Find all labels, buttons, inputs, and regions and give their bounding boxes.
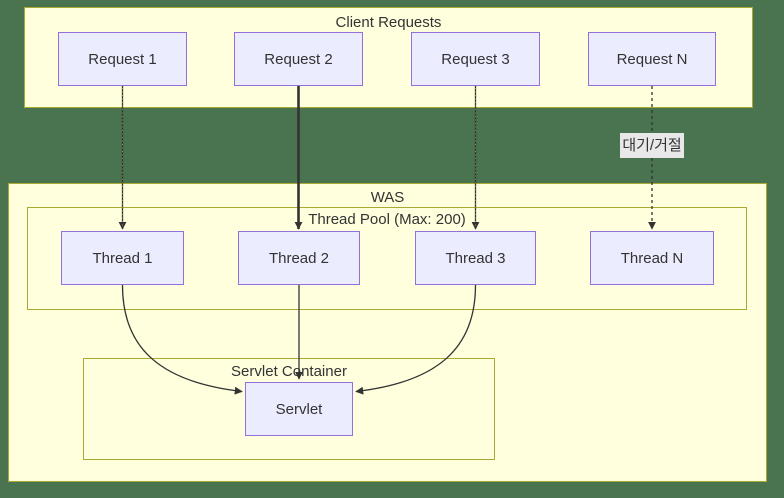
node-thread-2: Thread 2 xyxy=(238,231,360,285)
node-request-1-label: Request 1 xyxy=(88,50,157,68)
node-request-3-label: Request 3 xyxy=(441,50,510,68)
node-thread-1-label: Thread 1 xyxy=(92,249,153,267)
node-thread-n: Thread N xyxy=(590,231,714,285)
node-request-1: Request 1 xyxy=(58,32,187,86)
node-servlet-label: Servlet xyxy=(275,400,323,418)
node-thread-1: Thread 1 xyxy=(61,231,184,285)
node-request-2-label: Request 2 xyxy=(264,50,333,68)
cluster-client-requests-title: Client Requests xyxy=(335,14,442,31)
cluster-thread-pool-title: Thread Pool (Max: 200) xyxy=(308,211,466,228)
node-thread-3: Thread 3 xyxy=(415,231,536,285)
node-servlet: Servlet xyxy=(245,382,353,436)
node-thread-n-label: Thread N xyxy=(620,249,684,267)
edge-label-wait-reject: 대기/거절 xyxy=(620,133,684,158)
node-thread-2-label: Thread 2 xyxy=(268,249,330,267)
node-request-n-label: Request N xyxy=(616,50,688,68)
node-request-2: Request 2 xyxy=(234,32,363,86)
cluster-servlet-container-title: Servlet Container xyxy=(231,363,347,380)
node-thread-3-label: Thread 3 xyxy=(445,249,506,267)
node-request-3: Request 3 xyxy=(411,32,540,86)
cluster-was-title: WAS xyxy=(370,189,405,206)
node-request-n: Request N xyxy=(588,32,716,86)
